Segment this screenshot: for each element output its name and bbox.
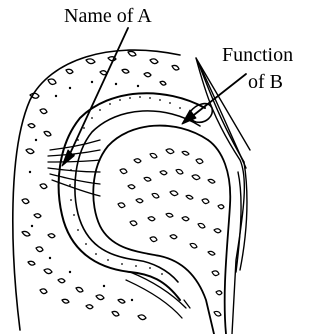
label-function-of-b-line1: Function xyxy=(222,44,293,66)
socket-outline xyxy=(13,50,180,330)
label-name-of-a: Name of A xyxy=(64,5,152,27)
label-function-of-b-line2: of B xyxy=(248,71,283,93)
right-ligament xyxy=(196,58,250,334)
bone-shaft-right xyxy=(208,140,230,334)
bone-head-outline xyxy=(93,126,214,334)
leader-a xyxy=(68,28,128,158)
ligament-a xyxy=(48,140,100,196)
joint-capsule xyxy=(59,93,205,300)
